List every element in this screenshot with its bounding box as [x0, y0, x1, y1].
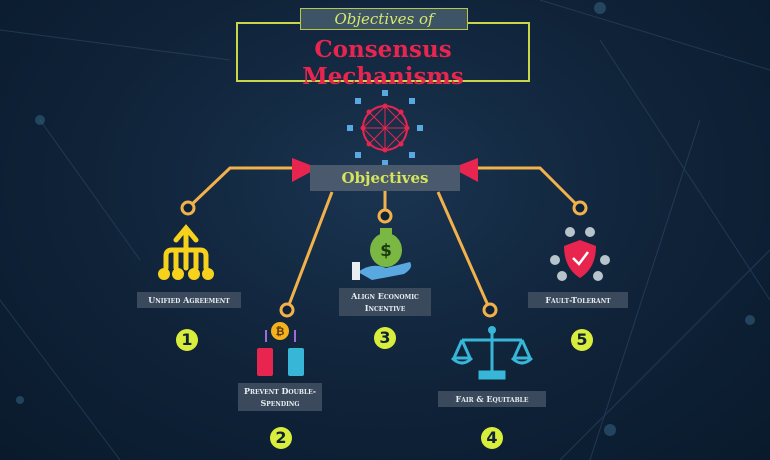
objective-number-4: 4: [481, 427, 503, 449]
connector-5: [470, 166, 582, 210]
objective-label-1: Unified Agreement: [137, 292, 241, 308]
bitcoin-transfer-icon: ₿: [257, 322, 304, 376]
ribbon-right: [452, 158, 478, 182]
objective-label-3: Align Economic Incentive: [339, 288, 431, 316]
node-2: [279, 302, 295, 318]
title-top: Objectives of: [300, 8, 468, 30]
money-bag-hand-icon: $: [352, 228, 412, 280]
objective-label-2: Prevent Double-Spending: [238, 383, 322, 411]
node-4: [482, 302, 498, 318]
objective-number-1: 1: [176, 329, 198, 351]
balance-scale-icon: [450, 330, 534, 380]
connector-1: [186, 166, 300, 210]
objective-number-5: 5: [571, 329, 593, 351]
connector-2: [285, 191, 334, 311]
shield-people-icon: [550, 227, 610, 281]
ribbon-left: [292, 158, 318, 182]
objective-number-3: 3: [374, 327, 396, 349]
objective-label-4: Fair & Equitable: [438, 391, 546, 407]
objective-label-5: Fault-Tolerant: [528, 292, 628, 308]
svg-text:₿: ₿: [276, 325, 285, 338]
network-hub-icon: [347, 90, 423, 166]
connector-4: [436, 191, 492, 311]
node-1: [180, 200, 196, 216]
node-3: [377, 208, 393, 224]
page-title: Consensus Mechanisms: [302, 36, 464, 90]
svg-text:$: $: [380, 241, 392, 261]
node-5: [572, 200, 588, 216]
objective-number-2: 2: [270, 427, 292, 449]
hierarchy-arrow-icon: [163, 224, 209, 271]
objectives-banner: Objectives: [310, 165, 460, 191]
